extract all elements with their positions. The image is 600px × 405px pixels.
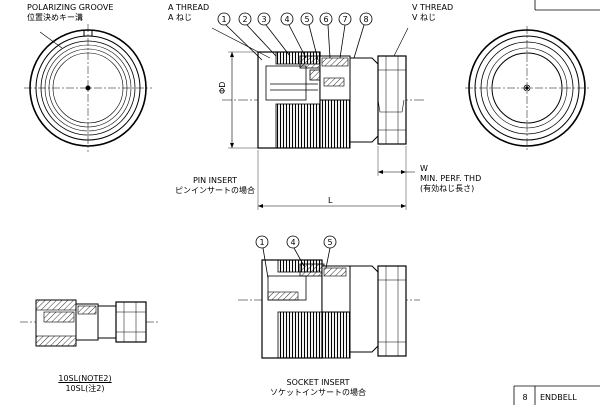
callout-1-top-number: 1 (221, 15, 227, 24)
callout-4-bottom-number: 4 (290, 238, 296, 247)
callout-8-top (353, 12, 373, 59)
callout-6-top (319, 12, 333, 59)
callout-5-top (300, 12, 319, 61)
callout-5-bottom (323, 235, 337, 269)
side-view-socket-insert (238, 259, 420, 359)
v-thread-label: V THREAD (412, 3, 454, 12)
pin-insert-label: PIN INSERT (192, 176, 238, 185)
front-view-right (465, 26, 590, 150)
callout-1-bottom (255, 235, 269, 279)
w-label: W (420, 164, 428, 173)
side-view-pin-insert (211, 27, 425, 210)
polarizing-groove-jp-label: 位置決めキー溝 (27, 13, 83, 22)
min-perf-thd-jp-label: (有効ねじ長さ) (420, 184, 475, 193)
parts-table-name: ENDBELL (540, 393, 577, 402)
a-thread-label: A THREAD (168, 3, 210, 12)
parts-table (513, 385, 600, 405)
v-thread-jp-label: V ねじ (412, 13, 437, 22)
callout-1-bottom-number: 1 (259, 238, 265, 247)
callout-4-top (280, 12, 307, 59)
length-label: L (328, 196, 333, 205)
socket-insert-jp-label: ソケットインサートの場合 (270, 388, 366, 397)
callout-4-bottom (286, 235, 305, 267)
pin-insert-jp-label: ピンインサートの場合 (175, 186, 255, 195)
callout-1-top (217, 12, 263, 61)
callout-7-top (338, 12, 352, 59)
front-view-left (24, 24, 152, 152)
callout-7-top-number: 7 (342, 15, 348, 24)
parts-table-number: 8 (522, 393, 528, 402)
min-perf-thd-label: MIN. PERF. THD (420, 174, 482, 183)
callout-5-bottom-number: 5 (327, 238, 333, 247)
note-10sl-jp-label: 10SL(注2) (65, 384, 105, 393)
diameter-label: ΦD (218, 81, 227, 94)
callout-2-top-number: 2 (242, 15, 248, 24)
side-view-10sl (20, 299, 160, 347)
callout-6-top-number: 6 (323, 15, 329, 24)
callout-4-top-number: 4 (284, 15, 290, 24)
callouts-top (217, 12, 373, 61)
callouts-bottom (255, 235, 337, 279)
note-10sl-label: 10SL(NOTE2) (58, 374, 112, 383)
socket-insert-label: SOCKET INSERT (286, 378, 350, 387)
polarizing-groove-label: POLARIZING GROOVE (27, 3, 114, 12)
callout-5-top-number: 5 (304, 15, 310, 24)
callout-8-top-number: 8 (363, 15, 369, 24)
a-thread-jp-label: A ねじ (168, 13, 193, 22)
callout-3-top (257, 12, 291, 57)
callout-2-top (238, 12, 277, 57)
callout-3-top-number: 3 (261, 15, 267, 24)
